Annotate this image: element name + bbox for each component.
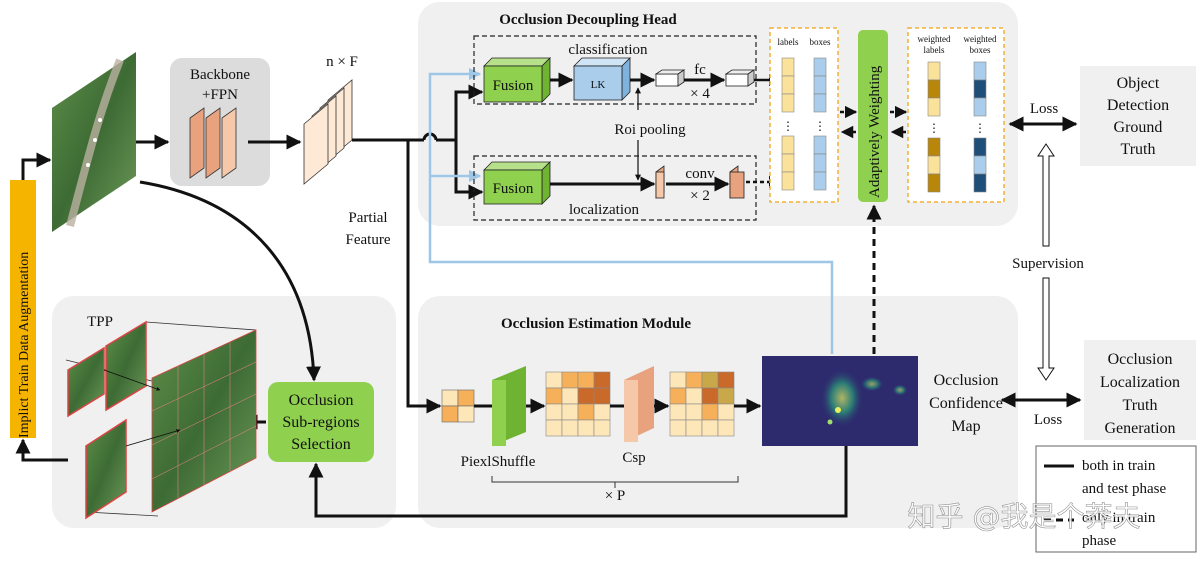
ocm-line-3: Map	[951, 418, 980, 435]
weighted-predictions-box	[907, 27, 1005, 203]
pixelshuffle-block	[492, 366, 526, 446]
weighted-boxes-label-2: boxes	[970, 45, 991, 55]
input-feature-grid	[441, 389, 475, 423]
boxes-column-label: boxes	[810, 37, 831, 47]
tpp-to-aug-arrow	[15, 438, 68, 462]
input-image-road	[66, 58, 124, 228]
grid-4x4-1	[545, 371, 611, 437]
legend-box	[1035, 445, 1197, 553]
top-loss-label: Loss	[1030, 101, 1059, 117]
weighted-boxes-vector	[973, 61, 987, 193]
csp-label: Csp	[622, 450, 645, 466]
predictions-box	[769, 27, 839, 203]
weighted-labels-vector	[927, 61, 941, 193]
csp-block	[624, 366, 654, 442]
weighted-boxes-ellipsis: ⋮	[974, 121, 986, 135]
feature-label: Feature	[346, 232, 391, 248]
osr-line-1: Occlusion	[289, 392, 354, 409]
grid-4x4-2	[669, 371, 735, 437]
conv-block-1	[655, 165, 665, 199]
adaptively-weighting-block	[858, 30, 888, 202]
legend-dashed-text-1: only in train	[1082, 510, 1156, 526]
partial-label: Partial	[348, 210, 387, 226]
supervision-arrow	[1037, 143, 1055, 381]
lk-label: LK	[591, 79, 606, 91]
weighted-boxes-label-1: weighted	[964, 34, 997, 44]
legend-dashed-text-2: phase	[1082, 533, 1116, 549]
weighted-labels-ellipsis: ⋮	[928, 121, 940, 135]
ocm-line-1: Occlusion	[934, 372, 999, 389]
tpp-sub-region-1	[67, 346, 105, 418]
ocm-line-2: Confidence	[929, 395, 1003, 412]
legend-solid-text-1: both in train	[1082, 458, 1156, 474]
osr-line-2: Sub-regions	[282, 414, 359, 431]
backbone-label: Backbone	[190, 67, 250, 83]
roi-pooling-label: Roi pooling	[614, 122, 686, 138]
fc-block-2	[724, 69, 756, 87]
implicit-augmentation-label: Implict Train Data Augmentation	[17, 252, 32, 438]
weighted-labels-label-2: labels	[924, 45, 945, 55]
tpp-sub-region-3	[85, 418, 127, 520]
odgt-line-4: Truth	[1121, 141, 1156, 158]
tpp-sub-region-2	[105, 320, 147, 412]
localization-branch-box	[473, 155, 757, 221]
odgt-line-2: Detection	[1107, 97, 1169, 114]
pixelshuffle-label: PiexlShuffle	[461, 454, 536, 470]
n-times-f-label: n × F	[326, 54, 358, 70]
boxes-vector	[813, 57, 827, 191]
implicit-augmentation-bar	[10, 180, 36, 438]
lk-block	[573, 57, 631, 101]
labels-vector	[781, 57, 795, 191]
times-p-label: × P	[605, 488, 626, 504]
olt-line-2: Localization	[1100, 374, 1180, 391]
bottom-loss-label: Loss	[1034, 412, 1063, 428]
to-loc-fusion-arrow	[454, 140, 484, 200]
odgt-line-3: Ground	[1114, 119, 1163, 136]
occlusion-subregions-selection-block	[268, 382, 374, 462]
odgt-panel	[1080, 66, 1196, 166]
cls-fusion-label: Fusion	[493, 78, 534, 94]
weighted-labels-label-1: weighted	[918, 34, 951, 44]
conv-times2-label: × 2	[690, 188, 710, 204]
classification-label: classification	[568, 42, 648, 58]
labels-ellipsis: ⋮	[782, 119, 794, 133]
watermark: 知乎 @我是个莽夫	[908, 500, 1141, 533]
olt-line-3: Truth	[1123, 397, 1158, 414]
legend-solid-text-2: and test phase	[1082, 481, 1166, 497]
occlusion-estimation-module-title: Occlusion Estimation Module	[501, 316, 691, 332]
map-to-selection-arrow	[308, 446, 848, 518]
labels-column-label: labels	[778, 37, 799, 47]
feature-stack	[303, 79, 353, 185]
cls-fusion-block	[483, 57, 551, 103]
classification-branch-box	[473, 35, 757, 105]
occlusion-decoupling-head-title: Occlusion Decoupling Head	[499, 12, 677, 28]
loc-fusion-block	[483, 161, 551, 205]
conv-block-2	[729, 165, 745, 199]
times-p-brace	[491, 476, 739, 488]
tpp-label: TPP	[87, 314, 113, 330]
confidence-feedback-line	[428, 67, 834, 354]
odgt-line-1: Object	[1117, 75, 1160, 92]
partial-feature-line	[406, 140, 442, 414]
fc-block-1	[654, 69, 686, 87]
conv-label: conv	[685, 166, 715, 182]
fc-label: fc	[694, 62, 706, 78]
backbone-feature-blocks	[189, 107, 237, 179]
to-cls-fusion-arrow	[454, 84, 484, 140]
localization-label: localization	[569, 202, 639, 218]
aug-to-image-arrow	[21, 152, 52, 180]
adaptively-weighting-label: Adaptively Weighting	[867, 65, 883, 198]
fc-times4-label: × 4	[690, 86, 710, 102]
olt-line-4: Generation	[1104, 420, 1175, 437]
loc-fusion-label: Fusion	[493, 181, 534, 197]
boxes-ellipsis: ⋮	[814, 119, 826, 133]
fpn-label: +FPN	[202, 87, 238, 103]
osr-line-3: Selection	[291, 436, 351, 453]
image-to-selection-arrow	[139, 180, 321, 382]
olt-line-1: Occlusion	[1108, 351, 1173, 368]
supervision-label: Supervision	[1012, 256, 1084, 272]
olt-panel	[1084, 340, 1196, 440]
